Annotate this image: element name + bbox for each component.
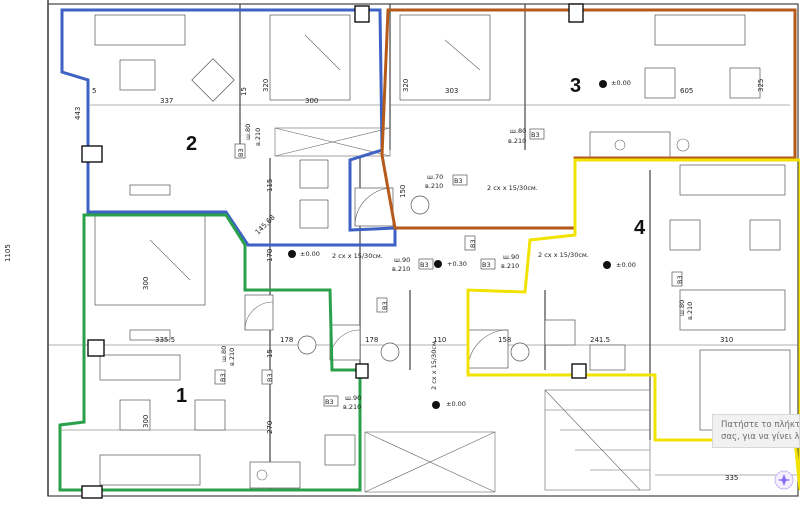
svg-text:B3: B3 [454,177,463,185]
level-zero: ±0.00 [611,79,631,87]
rail-note: 2 сх x 15/30см. [538,251,589,259]
download-tooltip[interactable]: Пατήστε το πλήκτρ σας, για να γίνει λήψ [712,414,800,448]
unit-label-1: 1 [176,385,187,407]
door-width: ш.90 [345,394,361,402]
tag-b3: B3 [464,235,477,251]
dim-335: 335 [725,474,738,482]
unit-label-4: 4 [634,217,646,239]
dim-158: 158 [498,336,511,344]
door-width: ш.80 [244,124,252,140]
door-height: в.210 [343,403,361,411]
dim-15-a: 15 [266,349,274,358]
unit-1-outline [58,213,362,492]
level-markers [288,80,611,409]
door-width: ш.90 [503,253,519,261]
dim-150: 150 [399,185,407,198]
door-height: в.210 [686,302,694,320]
door-width: ш.80 [678,300,686,316]
notes: 2 сх x 15/30см. 2 сх x 15/30см. 2 сх x 1… [332,184,589,390]
tag-b3: B3 [529,128,545,140]
door-width: ш.80 [510,127,526,135]
dim-178-a: 178 [280,336,293,344]
dim-300-bottom: 300 [142,415,150,428]
level-zero: ±0.00 [300,250,320,258]
assistant-logo-icon[interactable] [774,470,794,490]
tag-b3: B3 [214,369,227,385]
dim-115: 115 [266,179,274,192]
svg-text:B3: B3 [531,131,540,139]
tooltip-line-1: Пατήστε το πλήκτρ [721,420,800,430]
tooltip-line-2: σας, για να γίνει λήψ [721,432,800,442]
dim-15-b: 15 [240,87,248,96]
svg-text:B3: B3 [469,239,477,248]
svg-text:B3: B3 [676,275,684,284]
door-labels: ш.80 в.210 ш.70 в.210 ш.90 в.210 ш.90 в.… [220,124,694,411]
door-width: ш.70 [427,173,443,181]
dim-310: 310 [720,336,733,344]
tag-b3: B3 [452,174,468,186]
dim-320-a: 320 [262,79,270,92]
building-walls [47,0,800,497]
tag-b3: B3 [323,395,339,407]
dim-270: 270 [266,421,274,434]
tag-b3: B3 [671,271,684,287]
svg-text:B3: B3 [325,398,334,406]
dim-303: 303 [445,87,458,95]
door-height: в.210 [254,128,262,146]
unit-outlines [58,8,800,492]
door-height: в.210 [392,265,410,273]
dim-145-68: 145,68 [254,213,277,236]
svg-text:B3: B3 [420,261,429,269]
dim-337: 337 [160,97,173,105]
tag-b3: B3 [418,258,434,270]
window-tags: B3 B3 B3 B3 B3 B3 B3 B3 B3 B3 B3 [214,128,684,407]
level-labels: ±0.00 ±0.00 +0.30 ±0.00 ±0.00 [300,79,636,408]
tag-b3: B3 [480,258,496,270]
svg-text:B3: B3 [237,148,245,157]
furniture [94,14,791,489]
level-plus30: +0.30 [447,260,467,268]
unit-4-outline [466,158,800,491]
dim-178-b: 178 [365,336,378,344]
dim-443: 443 [74,107,82,120]
dim-300-left: 300 [142,277,150,290]
dim-335-5: 335.5 [155,336,175,344]
door-height: в.210 [508,137,526,145]
door-height: в.210 [501,262,519,270]
svg-text:B3: B3 [381,301,389,310]
dimensions: 1105 337 300 303 605 320 320 325 443 5 3… [4,79,765,482]
dim-110: 110 [433,336,446,344]
door-width: ш.80 [220,346,228,362]
svg-text:B3: B3 [266,373,274,382]
unit-label-3: 3 [570,75,581,97]
dim-605: 605 [680,87,693,95]
dim-320-b: 320 [402,79,410,92]
dim-5: 5 [92,87,96,95]
rail-note: 2 сх x 15/30см. [430,339,438,390]
rail-note: 2 сх x 15/30см. [487,184,538,192]
svg-text:B3: B3 [482,261,491,269]
column-markers [81,3,587,499]
level-zero: ±0.00 [446,400,466,408]
rail-note: 2 сх x 15/30см. [332,252,383,260]
dim-241-5: 241.5 [590,336,610,344]
dim-170: 170 [266,249,274,262]
tag-b3: B3 [376,297,389,313]
unit-label-2: 2 [186,133,197,155]
tag-b3: B3 [234,143,246,159]
door-width: ш.90 [394,256,410,264]
door-height: в.210 [228,348,236,366]
dim-total-height: 1105 [4,244,12,262]
dim-325: 325 [757,79,765,92]
dim-300-top: 300 [305,97,318,105]
svg-text:B3: B3 [219,373,227,382]
door-height: в.210 [425,182,443,190]
tag-b3: B3 [261,369,274,385]
level-zero: ±0.00 [616,261,636,269]
